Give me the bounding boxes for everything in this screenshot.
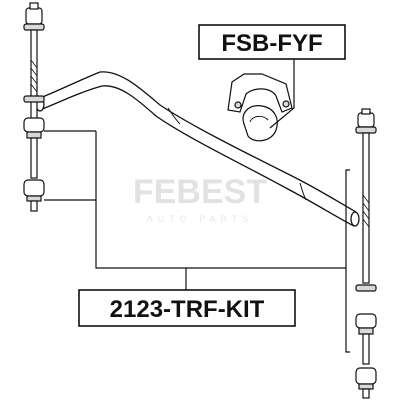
watermark-tagline: AUTO PARTS [147, 214, 254, 224]
label-bushing-text: FSB-FYF [221, 30, 322, 57]
leader-bushing [269, 58, 295, 129]
watermark-brand: FEBEST [133, 173, 267, 211]
leader-right-link-top [345, 169, 350, 353]
left-stabilizer-link [23, 2, 45, 212]
label-link-kit-frame [78, 289, 296, 327]
leader-lines [44, 58, 350, 353]
label-bushing-frame [198, 24, 346, 60]
label-link-kit: 2123-TRF-KIT [78, 289, 296, 327]
label-bushing: FSB-FYF [198, 24, 346, 60]
stabilizer-bushing [227, 73, 293, 142]
label-link-kit-text: 2123-TRF-KIT [110, 296, 265, 323]
watermark: FEBEST AUTO PARTS [133, 173, 267, 224]
leader-left-bracket [95, 131, 346, 269]
right-stabilizer-link [355, 108, 377, 399]
